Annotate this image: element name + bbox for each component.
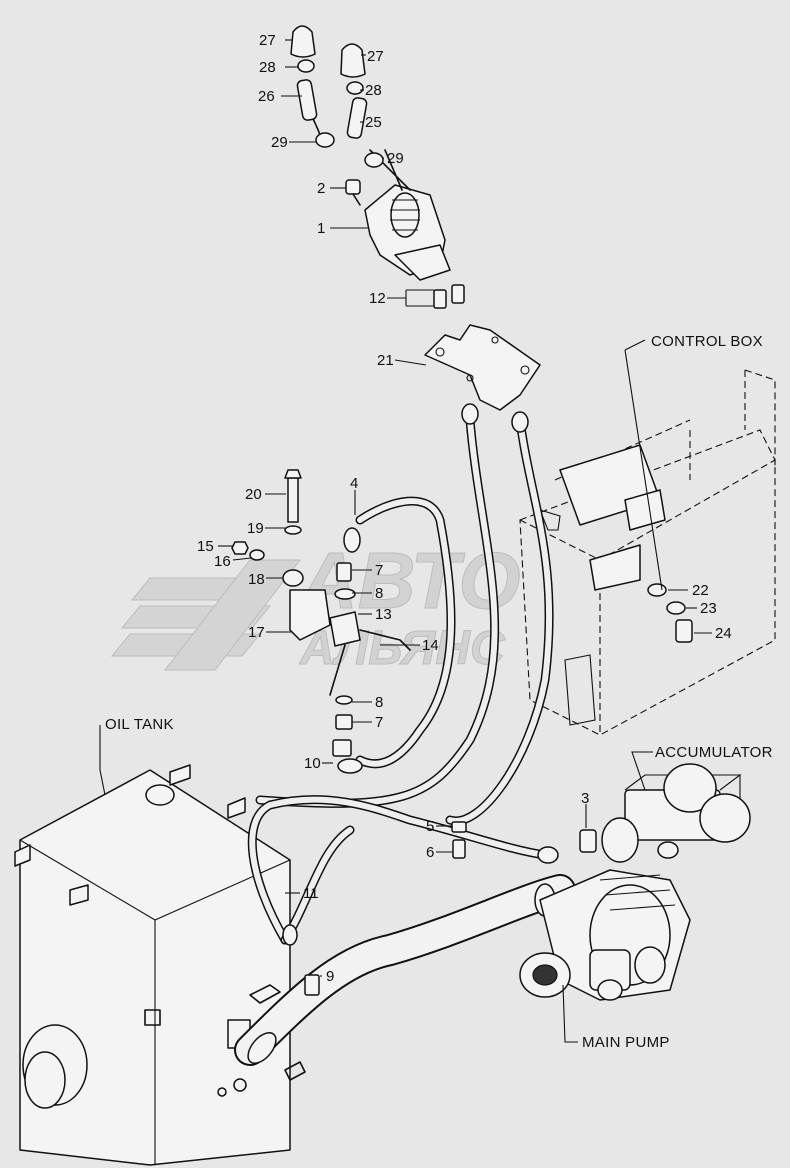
callout-28: 28 [259, 59, 276, 76]
callout-25: 25 [365, 114, 382, 131]
control-box [519, 369, 776, 736]
callout-21: 21 [377, 352, 394, 369]
main-pump [519, 869, 691, 1001]
callout-15: 15 [197, 538, 214, 555]
pilot-hoses [247, 403, 559, 946]
callout-27: 27 [367, 48, 384, 65]
callout-1: 1 [317, 220, 325, 237]
callout-17: 17 [248, 624, 265, 641]
callout-8: 8 [375, 585, 383, 602]
callout-10: 10 [304, 755, 321, 772]
callout-27: 27 [259, 32, 276, 49]
callout-7: 7 [375, 562, 383, 579]
label-main-pump: MAIN PUMP [582, 1034, 670, 1051]
label-control-box: CONTROL BOX [651, 333, 763, 350]
callout-22: 22 [692, 582, 709, 599]
callout-18: 18 [248, 571, 265, 588]
watermark-line1: АВТО [298, 536, 521, 625]
label-accumulator: ACCUMULATOR [655, 744, 773, 761]
bracket-21 [424, 324, 541, 411]
watermark-logo [110, 559, 302, 671]
callout-24: 24 [715, 625, 732, 642]
callout-12: 12 [369, 290, 386, 307]
callout-29: 29 [387, 150, 404, 167]
callout-7: 7 [375, 714, 383, 731]
callout-6: 6 [426, 844, 434, 861]
callout-2: 2 [317, 180, 325, 197]
suction-pipe [234, 874, 576, 1066]
callout-29: 29 [271, 134, 288, 151]
watermark: АВТО АЛЬЯНС [110, 536, 521, 676]
callout-9: 9 [326, 968, 334, 985]
callout-20: 20 [245, 486, 262, 503]
label-oil-tank: OIL TANK [105, 716, 174, 733]
callout-14: 14 [422, 637, 439, 654]
solenoid-valve-group [231, 469, 411, 757]
joystick-assembly [290, 25, 465, 309]
callout-8: 8 [375, 694, 383, 711]
callout-3: 3 [581, 790, 589, 807]
callout-19: 19 [247, 520, 264, 537]
oil-tank [14, 764, 306, 1166]
callout-28: 28 [365, 82, 382, 99]
accumulator [601, 763, 751, 863]
leader-lines [99, 39, 712, 1043]
callout-11: 11 [303, 885, 319, 902]
callout-26: 26 [258, 88, 275, 105]
callout-23: 23 [700, 600, 717, 617]
callout-13: 13 [375, 606, 392, 623]
watermark-line2: АЛЬЯНС [299, 622, 506, 675]
callout-4: 4 [350, 475, 358, 492]
callout-5: 5 [426, 818, 434, 835]
callout-16: 16 [214, 553, 231, 570]
